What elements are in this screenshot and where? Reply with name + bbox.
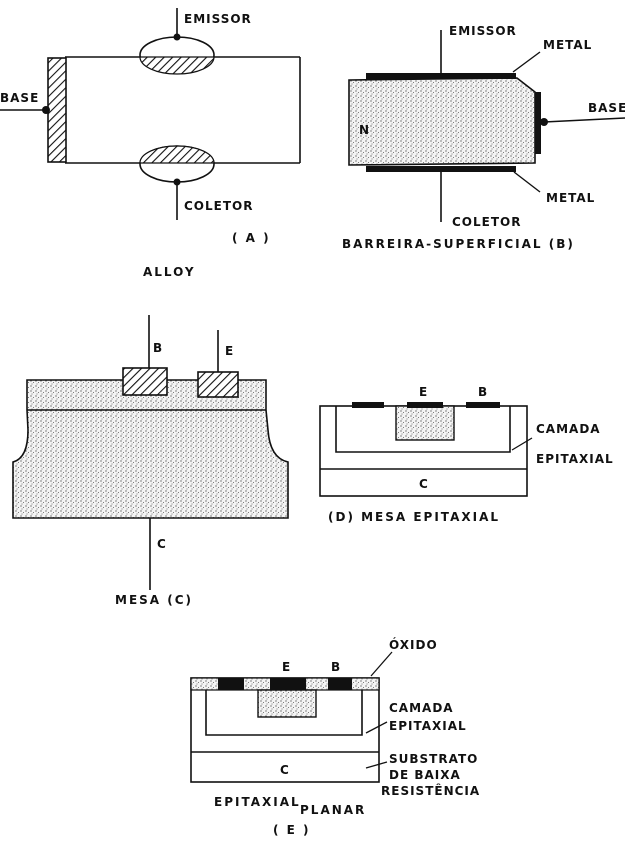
- surface-barrier-metal-top-pointer: [512, 51, 541, 73]
- planar-emitter-contact: [270, 678, 306, 690]
- planar-base-contact: [328, 678, 352, 690]
- surface-barrier-metal-bottom-pointer: [513, 171, 541, 193]
- mesa-c-label: C: [157, 537, 167, 551]
- planar-caption-3: ( E ): [273, 823, 311, 837]
- alloy-diagram: EMISSOR BASE COLETOR ( A ) ALLOY: [0, 8, 301, 279]
- surface-barrier-emitter-label: EMISSOR: [449, 24, 517, 38]
- surface-barrier-crystal: [348, 77, 536, 166]
- mesa-epitaxial-base-region: [335, 406, 511, 453]
- surface-barrier-caption: BARREIRA-SUPERFICIAL (B): [342, 237, 575, 251]
- mesa-emitter-contact: [197, 371, 239, 398]
- mesa-b-label: B: [153, 341, 163, 355]
- surface-barrier-base-contact: [535, 92, 541, 154]
- planar-substrate-pointer: [365, 761, 388, 769]
- mesa-epitaxial-c-label: C: [419, 477, 429, 491]
- alloy-collector-label: COLETOR: [184, 199, 253, 213]
- mesa-epitaxial-e-label: E: [419, 385, 428, 399]
- planar-base-region: [205, 690, 363, 736]
- mesa-epitaxial-caption: (D) MESA EPITAXIAL: [328, 510, 500, 524]
- mesa-epitaxial-base-contact: [466, 402, 500, 408]
- mesa-caption: MESA (C): [115, 593, 193, 607]
- surface-barrier-base-lead: [543, 117, 625, 123]
- planar-layer-label-2: EPITAXIAL: [389, 719, 467, 733]
- mesa-body: [12, 379, 289, 519]
- alloy-base-contact: [42, 106, 50, 114]
- mesa-epitaxial-layer-label-2: EPITAXIAL: [536, 452, 614, 466]
- mesa-diagram: B E C MESA (C): [12, 315, 289, 607]
- alloy-base-block: [47, 57, 67, 163]
- surface-barrier-metal-bottom: [366, 166, 516, 172]
- planar-emitter-region: [257, 689, 317, 718]
- surface-barrier-n-label: N: [359, 123, 370, 137]
- surface-barrier-metal-bottom-label: METAL: [546, 191, 595, 205]
- planar-c-label: C: [280, 763, 290, 777]
- mesa-epitaxial-contact-1: [352, 402, 384, 408]
- planar-substrate-label-3: RESISTÊNCIA: [381, 783, 480, 798]
- planar-substrate-label-2: DE BAIXA: [389, 768, 461, 782]
- mesa-epitaxial-layer-pointer: [511, 437, 533, 451]
- mesa-epitaxial-b-label: B: [478, 385, 488, 399]
- mesa-epitaxial-diagram: E B CAMADA EPITAXIAL C (D) MESA EPITAXIA…: [319, 385, 614, 524]
- planar-layer-pointer: [365, 721, 388, 734]
- planar-oxide-pointer: [370, 651, 393, 677]
- planar-caption-1: EPITAXIAL: [214, 795, 301, 809]
- alloy-emitter-contact: [173, 33, 181, 41]
- mesa-e-label: E: [225, 344, 234, 358]
- alloy-caption: ( A ): [232, 231, 271, 245]
- mesa-epitaxial-emitter-contact: [407, 402, 443, 408]
- surface-barrier-metal-top-label: METAL: [543, 38, 592, 52]
- alloy-emitter-label: EMISSOR: [184, 12, 252, 26]
- planar-oxide-label: ÓXIDO: [389, 637, 438, 652]
- surface-barrier-collector-label: COLETOR: [452, 215, 521, 229]
- planar-contact-1: [218, 678, 244, 690]
- alloy-emitter-junction: [139, 56, 215, 75]
- alloy-name: ALLOY: [143, 265, 196, 279]
- planar-b-label: B: [331, 660, 341, 674]
- alloy-collector-contact: [173, 178, 181, 186]
- planar-substrate-label-1: SUBSTRATO: [389, 752, 478, 766]
- alloy-base-label: BASE: [0, 91, 39, 105]
- surface-barrier-diagram: EMISSOR METAL BASE N METAL COLETOR BARRE…: [342, 24, 625, 251]
- epitaxial-planar-diagram: ÓXIDO E B CAMADA EPITAXIAL SUBSTRATO DE …: [190, 637, 480, 837]
- surface-barrier-base-label: BASE: [588, 101, 625, 115]
- mesa-epitaxial-emitter-region: [395, 405, 455, 441]
- planar-layer-label-1: CAMADA: [389, 701, 454, 715]
- planar-e-label: E: [282, 660, 291, 674]
- planar-caption-2: PLANAR: [300, 803, 366, 817]
- mesa-epitaxial-layer-label-1: CAMADA: [536, 422, 601, 436]
- surface-barrier-metal-top: [366, 73, 516, 79]
- mesa-base-contact: [122, 367, 168, 396]
- alloy-collector-junction: [139, 145, 215, 164]
